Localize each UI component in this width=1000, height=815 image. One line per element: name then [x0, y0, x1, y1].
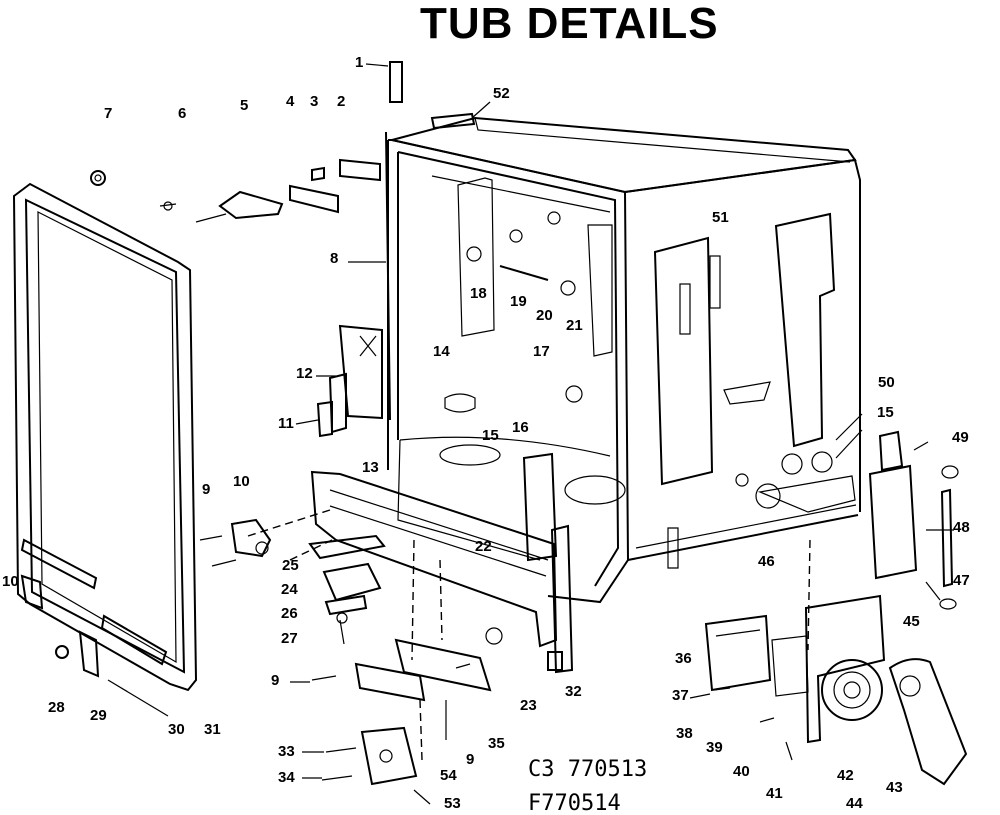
- part-1-clip: [389, 61, 403, 103]
- part-label-43: 43: [886, 779, 903, 796]
- part-label-10: 10: [2, 573, 19, 590]
- part-label-41: 41: [766, 785, 783, 802]
- door-frame: [12, 182, 198, 717]
- part-label-45: 45: [903, 613, 920, 630]
- part-label-13: 13: [362, 459, 379, 476]
- leader-lines: [290, 63, 954, 805]
- part-label-48: 48: [953, 519, 970, 536]
- part-label-10: 10: [233, 473, 250, 490]
- part-label-15: 15: [482, 427, 499, 444]
- part-label-52: 52: [493, 85, 510, 102]
- part-label-29: 29: [90, 707, 107, 724]
- part-label-4: 4: [286, 93, 295, 110]
- side-parts-right: [868, 430, 959, 610]
- part-label-16: 16: [512, 419, 529, 436]
- part-label-37: 37: [672, 687, 689, 704]
- hinge-assembly-top: [90, 158, 381, 223]
- part-label-9: 9: [202, 481, 210, 498]
- part-label-44: 44: [846, 795, 863, 812]
- part-label-51: 51: [712, 209, 729, 226]
- part-label-15: 15: [877, 404, 894, 421]
- side-brackets: [316, 324, 383, 438]
- part-label-36: 36: [675, 650, 692, 667]
- part-label-32: 32: [565, 683, 582, 700]
- part-label-31: 31: [204, 721, 221, 738]
- part-label-5: 5: [240, 97, 248, 114]
- part-label-21: 21: [566, 317, 583, 334]
- drawing-code-1: C3 770513: [528, 757, 647, 782]
- part-label-20: 20: [536, 307, 553, 324]
- part-label-8: 8: [330, 250, 338, 267]
- part-label-38: 38: [676, 725, 693, 742]
- part-52-cap: [430, 112, 476, 130]
- part-label-39: 39: [706, 739, 723, 756]
- tub-body: [387, 116, 861, 604]
- alignment-lines: [247, 509, 811, 761]
- diagram-title: TUB DETAILS: [420, 0, 719, 48]
- part-label-53: 53: [444, 795, 461, 812]
- part-label-54: 54: [440, 767, 457, 784]
- part-label-11: 11: [278, 415, 294, 432]
- part-label-2: 2: [337, 93, 345, 110]
- pump-assembly: [704, 594, 968, 786]
- part-label-18: 18: [470, 285, 487, 302]
- part-label-17: 17: [533, 343, 550, 360]
- part-label-47: 47: [953, 572, 970, 589]
- latch-assembly: [311, 627, 563, 786]
- small-parts-left: [20, 574, 100, 678]
- part-label-3: 3: [310, 93, 318, 110]
- part-label-6: 6: [178, 105, 186, 122]
- part-label-9: 9: [271, 672, 279, 689]
- part-label-49: 49: [952, 429, 969, 446]
- part-label-24: 24: [281, 581, 298, 598]
- part-label-35: 35: [488, 735, 505, 752]
- part-label-42: 42: [837, 767, 854, 784]
- part-label-19: 19: [510, 293, 527, 310]
- part-label-12: 12: [296, 365, 313, 382]
- gasket-strip: [385, 131, 391, 421]
- part-label-26: 26: [281, 605, 298, 622]
- part-label-9: 9: [466, 751, 474, 768]
- part-label-23: 23: [520, 697, 537, 714]
- part-label-7: 7: [104, 105, 112, 122]
- part-label-30: 30: [168, 721, 185, 738]
- bottom-rail: [310, 452, 574, 674]
- part-label-50: 50: [878, 374, 895, 391]
- part-label-14: 14: [433, 343, 450, 360]
- hinge-assembly-bottom: [199, 518, 386, 645]
- drawing-code-2: F770514: [528, 791, 621, 815]
- part-label-33: 33: [278, 743, 295, 760]
- part-label-27: 27: [281, 630, 298, 647]
- part-label-40: 40: [733, 763, 750, 780]
- part-label-22: 22: [475, 538, 492, 555]
- part-label-25: 25: [282, 557, 299, 574]
- part-label-28: 28: [48, 699, 65, 716]
- part-label-1: 1: [355, 54, 363, 71]
- part-label-46: 46: [758, 553, 775, 570]
- part-label-34: 34: [278, 769, 295, 786]
